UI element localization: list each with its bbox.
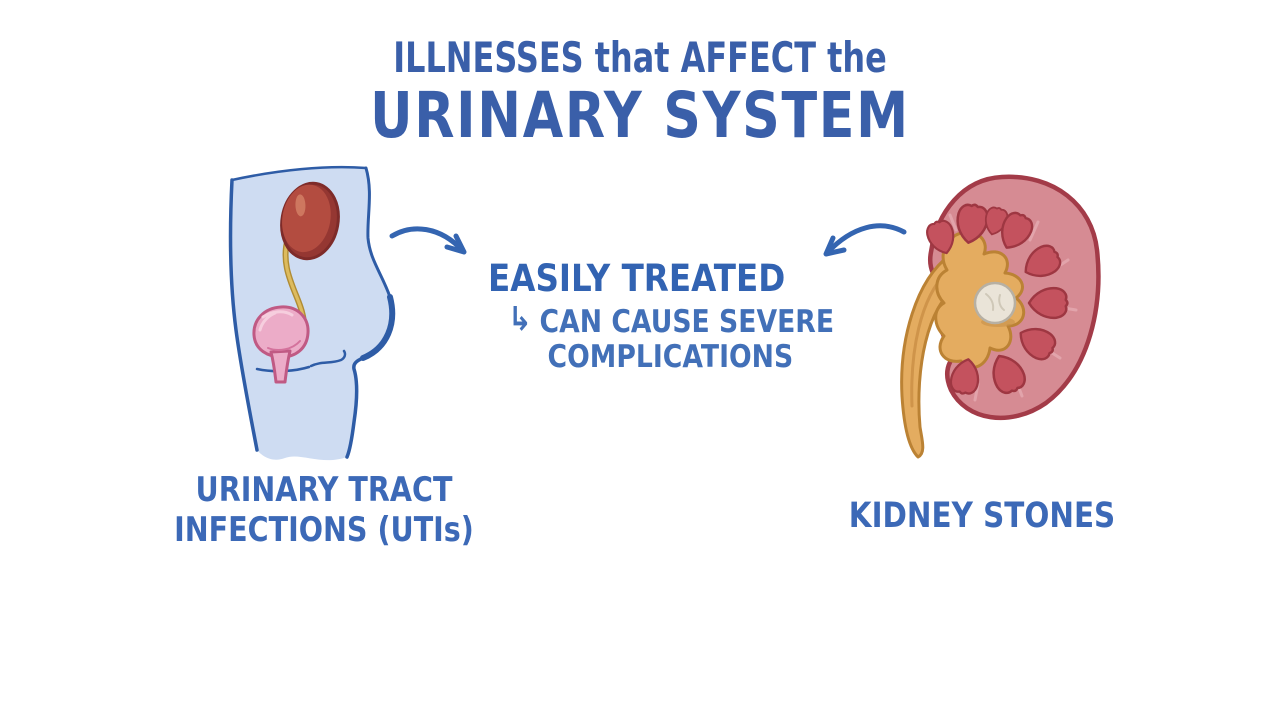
uti-caption-line-2: INFECTIONS (UTIs) <box>174 509 474 550</box>
urinary-tract-torso-illustration <box>228 165 396 461</box>
uti-caption: URINARY TRACT INFECTIONS (UTIs) <box>168 470 480 551</box>
curved-arrow-left-icon <box>389 226 467 255</box>
note-text-2: COMPLICATIONS <box>547 338 794 375</box>
note-line-1: ↳CAN CAUSE SEVERE <box>508 299 835 340</box>
torso-outline-top <box>230 165 368 182</box>
kidney-stones-caption: KIDNEY STONES <box>848 496 1116 536</box>
stone-facet-line-2 <box>998 294 1005 311</box>
kidney-shape <box>280 181 340 261</box>
title-line-2: URINARY SYSTEM <box>370 79 910 152</box>
bladder-highlight-1 <box>261 310 294 319</box>
right-ureter-shape <box>900 253 960 459</box>
kidney-stone-shape <box>973 281 1017 325</box>
bladder-highlight-2 <box>258 311 277 332</box>
buttock-outline <box>360 294 396 361</box>
thigh-outline-right <box>345 356 365 459</box>
crease-line-2 <box>309 349 347 368</box>
bladder-shade-line <box>267 340 301 351</box>
torso-silhouette <box>230 167 393 461</box>
easily-treated-heading: EASILY TREATED <box>488 257 786 300</box>
complications-note: ↳CAN CAUSE SEVERE COMPLICATIONS <box>508 299 835 375</box>
hook-arrow-icon: ↳ <box>508 299 532 338</box>
uti-caption-line-1: URINARY TRACT <box>195 470 453 510</box>
kidney-stone-illustration <box>900 174 1101 459</box>
note-text-1: CAN CAUSE SEVERE <box>539 304 835 340</box>
stone-facet-line-1 <box>985 293 995 311</box>
torso-outline-left <box>228 178 259 452</box>
title-line-1: ILLNESSES that AFFECT the <box>393 33 887 82</box>
urethra-shape <box>269 349 292 384</box>
curved-arrow-right-icon <box>823 223 907 257</box>
torso-outline-right <box>364 166 392 299</box>
